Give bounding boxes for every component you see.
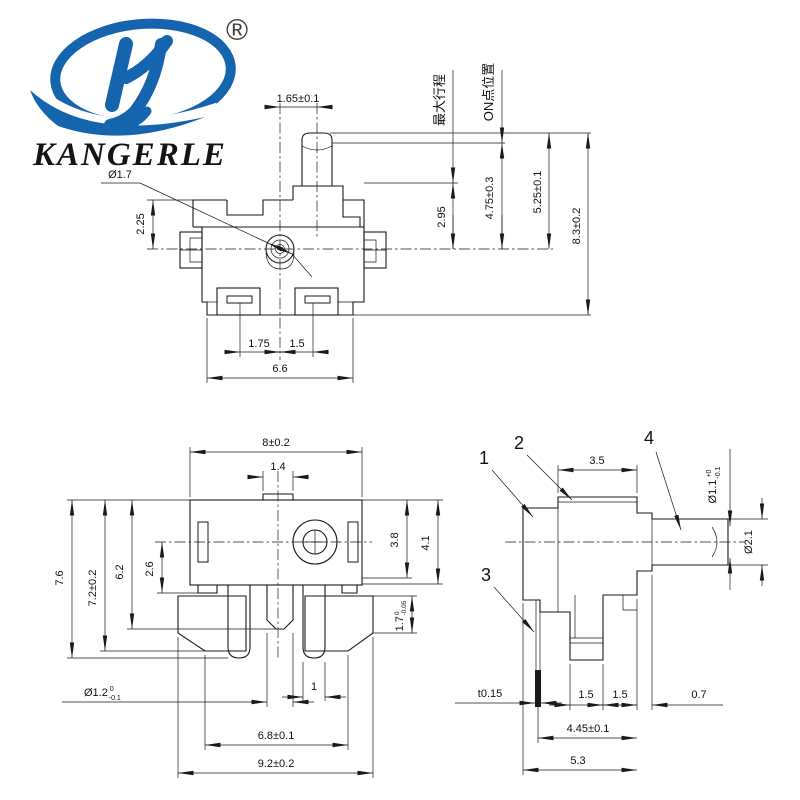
logo-k-glyph-icon <box>104 35 173 131</box>
svg-text:5.3: 5.3 <box>570 755 585 767</box>
svg-text:4.75±0.3: 4.75±0.3 <box>484 177 496 220</box>
dim-plan-wing-height: 1.70-0.05 <box>394 596 415 633</box>
svg-text:2.25: 2.25 <box>135 213 147 234</box>
svg-text:1.75: 1.75 <box>248 338 269 350</box>
dim-plan-w68: 6.8±0.1 <box>205 730 348 748</box>
dim-plunger-offset: 1.65±0.1 <box>264 93 333 110</box>
dim-plan-h38: 3.8 <box>389 500 410 578</box>
svg-text:8±0.2: 8±0.2 <box>262 437 289 449</box>
front-side-tabs-outline <box>179 231 387 269</box>
svg-text:最大行程: 最大行程 <box>432 74 447 126</box>
dim-plan-w92: 9.2±0.2 <box>178 758 373 776</box>
svg-text:Ø1.7: Ø1.7 <box>108 169 132 181</box>
dim-plan-top-width: 8±0.2 <box>190 437 362 455</box>
svg-text:6.8±0.1: 6.8±0.1 <box>258 730 295 742</box>
dim-total-height: 8.3±0.2 <box>571 133 591 315</box>
svg-text:7.2±0.2: 7.2±0.2 <box>87 570 99 607</box>
svg-text:1.5: 1.5 <box>289 338 304 350</box>
plan-body-outline <box>189 493 363 586</box>
svg-text:Ø2.1: Ø2.1 <box>743 530 755 554</box>
dim-upper-height: 2.25 <box>135 200 156 249</box>
plan-view: 8±0.2 1.4 7.6 7.2±0.2 6.2 2.6 3.8 <box>54 437 443 778</box>
dim-free-height: 5.25±0.1 <box>532 133 552 249</box>
svg-text:6.2: 6.2 <box>114 564 126 579</box>
svg-text:t0.15: t0.15 <box>478 688 502 700</box>
dim-max-travel: 最大行程 2.95 <box>432 70 456 249</box>
front-upper-housing-outline <box>192 199 365 228</box>
svg-text:3: 3 <box>481 565 491 585</box>
front-terminals-outline <box>216 287 339 316</box>
side-terminal-strip <box>535 600 541 707</box>
part-labels: 1 2 3 4 <box>479 428 682 633</box>
svg-text:1.65±0.1: 1.65±0.1 <box>277 93 320 105</box>
svg-text:0.7: 0.7 <box>691 689 706 701</box>
dim-plan-h72: 7.2±0.2 <box>87 500 108 651</box>
svg-text:2: 2 <box>514 433 524 453</box>
dim-side-shaft-dia: Ø2.1 <box>728 498 768 586</box>
dim-plan-leg-width: 1 <box>282 681 346 700</box>
svg-text:3.8: 3.8 <box>389 532 401 547</box>
svg-text:1.5: 1.5 <box>578 689 593 701</box>
svg-text:Ø1.1+0-0.1: Ø1.1+0-0.1 <box>706 466 722 503</box>
svg-text:1: 1 <box>479 448 489 468</box>
dim-plan-h26: 2.6 <box>144 542 165 593</box>
dim-side-w445: 4.45±0.1 <box>537 707 637 743</box>
dim-plan-h41: 4.1 <box>420 500 441 584</box>
svg-text:4.1: 4.1 <box>420 535 432 550</box>
dim-on-point: ON点位置 4.75±0.3 <box>481 63 505 249</box>
dim-plan-notch-width: 1.4 <box>247 461 309 480</box>
dim-plan-h76: 7.6 <box>54 500 75 658</box>
svg-text:9.2±0.2: 9.2±0.2 <box>258 758 295 770</box>
dim-plan-h62: 6.2 <box>114 500 135 629</box>
svg-text:1.70-0.05: 1.70-0.05 <box>394 600 408 631</box>
svg-text:8.3±0.2: 8.3±0.2 <box>571 208 583 245</box>
dim-side-tip-dia: Ø1.1+0-0.1 <box>706 449 733 590</box>
svg-text:4: 4 <box>644 428 654 448</box>
brand-name: KANGERLE <box>32 137 227 173</box>
dim-body-width: 6.6 <box>207 363 353 381</box>
logo-swoosh-icon <box>30 90 205 136</box>
svg-text:1.4: 1.4 <box>270 461 285 473</box>
svg-text:ON点位置: ON点位置 <box>481 63 496 122</box>
plan-legs-outline <box>177 585 374 659</box>
svg-text:4.45±0.1: 4.45±0.1 <box>567 723 610 735</box>
dim-hole-dia: Ø1.7 <box>101 169 313 278</box>
dim-side-w35: 3.5 <box>557 455 638 493</box>
dim-side-strip-thickness: t0.15 <box>455 688 562 706</box>
dim-terminal-pitch: 1.75 1.5 <box>224 338 329 355</box>
registered-mark: ® <box>226 14 248 47</box>
svg-text:1.5: 1.5 <box>612 689 627 701</box>
side-body-outline <box>522 496 729 661</box>
svg-text:1: 1 <box>311 681 317 693</box>
dim-side-gaps: 1.5 1.5 0.7 <box>549 575 723 710</box>
svg-text:2.95: 2.95 <box>436 206 448 227</box>
brand-logo: ® KANGERLE <box>30 14 248 173</box>
svg-text:5.25±0.1: 5.25±0.1 <box>532 171 544 214</box>
svg-text:3.5: 3.5 <box>589 455 604 467</box>
svg-text:Ø1.20-0.1: Ø1.20-0.1 <box>84 686 121 702</box>
front-view: 1.65±0.1 Ø1.7 2.25 最大行程 2.95 ON点位 <box>101 63 591 383</box>
svg-text:7.6: 7.6 <box>54 570 66 585</box>
svg-text:2.6: 2.6 <box>144 561 156 576</box>
svg-text:6.6: 6.6 <box>272 363 287 375</box>
side-view: 1 2 3 4 3.5 Ø1.1+0-0.1 Ø2.1 <box>455 428 768 775</box>
dim-side-w53: 5.3 <box>522 603 637 775</box>
